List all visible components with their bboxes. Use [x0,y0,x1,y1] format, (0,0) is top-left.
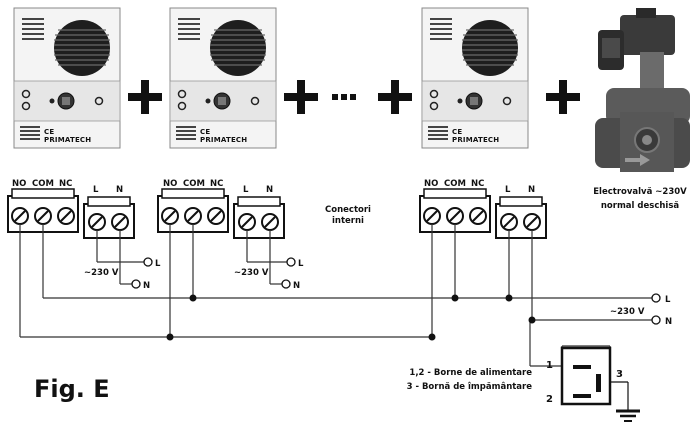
mains-n-label: N [665,317,672,327]
power-terminal-block-1 [83,196,135,239]
supply-terminal-n-1 [131,279,141,289]
local-n-label-2: N [293,281,300,291]
terminal-com-2: COM [183,179,205,189]
ce-mark: CE [44,128,54,136]
plus-sign-2 [284,80,318,114]
plug-pin-3: 3 [616,369,623,380]
plug-pin-1: 1 [546,360,553,371]
mains-terminal-n [651,315,661,325]
terminal-no-2: NO [163,179,177,189]
plus-sign-3 [378,80,412,114]
terminal-l-1: L [93,185,99,195]
plug-pin-2: 2 [546,394,553,405]
terminal-n-2: N [266,185,273,195]
power-terminal-block-2 [233,196,285,239]
supply-terminal-l-2 [286,257,296,267]
ce-mark: CE [200,128,210,136]
brand-label: PRIMATECH [200,136,247,144]
relay-terminal-block-3 [419,188,491,233]
ce-mark: CE [452,128,462,136]
supply-terminal-n-2 [281,279,291,289]
solenoid-valve-image [595,8,690,172]
terminal-nc-2: NC [210,179,223,189]
gas-detector-2: CE PRIMATECH [169,7,277,149]
ground-symbol [610,381,640,422]
brand-label: PRIMATECH [452,136,499,144]
terminal-nc-1: NC [59,179,72,189]
mains-terminal-l [651,293,661,303]
local-n-label-1: N [143,281,150,291]
supply-terminal-l-1 [143,257,153,267]
terminal-l-3: L [505,185,511,195]
junction-dots [166,294,536,341]
local-voltage-2: ~230 V [234,268,269,278]
local-l-label-2: L [298,259,304,269]
mains-l-label: L [665,295,671,305]
local-l-label-1: L [155,259,161,269]
valve-label-line1: Electrovalvă ~230V [593,187,687,197]
wiring [19,224,652,368]
gas-detector-1: CE PRIMATECH [13,7,121,149]
mains-voltage-label: ~230 V [610,307,645,317]
terminal-com-1: COM [32,179,54,189]
terminal-n-3: N [528,185,535,195]
terminal-no-1: NO [12,179,26,189]
internal-connectors-label-line1: Conectori [325,205,371,215]
plus-sign-4 [546,80,580,114]
legend-line-1: 1,2 - Borne de alimentare [409,368,532,378]
terminal-com-3: COM [444,179,466,189]
terminal-l-2: L [243,185,249,195]
power-terminal-block-3 [495,196,547,239]
valve-label-line2: normal deschisă [601,201,680,211]
internal-connectors-label-line2: interni [332,216,364,226]
gas-detector-3: CE PRIMATECH [421,7,529,149]
valve-plug-connector [560,346,612,406]
brand-label: PRIMATECH [44,136,91,144]
plus-sign-1 [128,80,162,114]
terminal-no-3: NO [424,179,438,189]
terminal-n-1: N [116,185,123,195]
terminal-nc-3: NC [471,179,484,189]
legend-line-2: 3 - Bornă de împământare [407,382,533,392]
figure-label: Fig. E [34,375,110,403]
local-voltage-1: ~230 V [84,268,119,278]
ellipsis-dashes [332,94,356,100]
